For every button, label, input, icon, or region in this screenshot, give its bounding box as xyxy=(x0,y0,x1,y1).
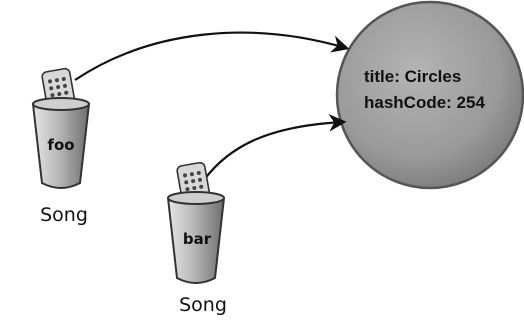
type-label-foo: Song xyxy=(40,204,88,226)
reference-cup-icon xyxy=(166,191,226,284)
object-hashcode-field: hashCode: 254 xyxy=(364,93,485,112)
song-object: title: Circles hashCode: 254 xyxy=(335,0,524,190)
type-label-bar: Song xyxy=(179,294,227,316)
object-title-field: title: Circles xyxy=(364,67,461,86)
reference-cup-icon xyxy=(31,97,91,189)
reference-arrow-bar xyxy=(203,113,347,181)
variable-name-bar: bar xyxy=(183,230,212,248)
variable-name-foo: foo xyxy=(47,136,74,154)
reference-variable-foo: foo Song xyxy=(31,67,91,226)
reference-arrow-foo xyxy=(74,31,350,81)
reference-variable-bar: bar Song xyxy=(166,161,227,316)
